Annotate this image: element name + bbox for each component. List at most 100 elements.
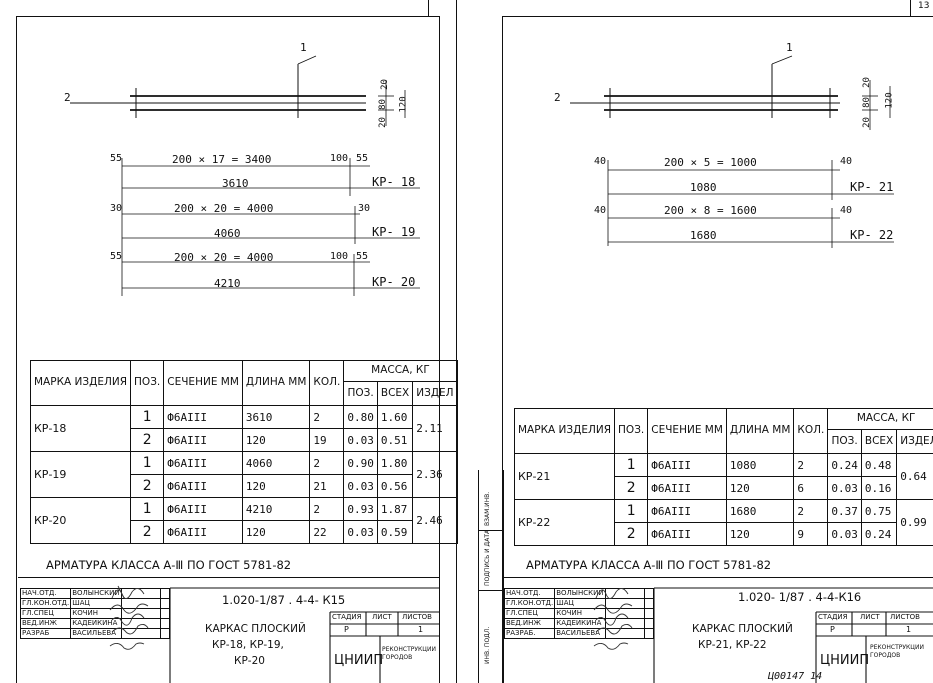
cell: 3610 bbox=[241, 405, 311, 429]
right-sheet: 13 ВЗАМ.ИНВ. ПОДПИСЬ И ДАТА ИНВ. ПОДЛ. bbox=[458, 0, 933, 683]
rebar-class-note: АРМАТУРА КЛАССА А-Ⅲ ПО ГОСТ 5781-82 bbox=[526, 558, 772, 572]
right-margin-div1 bbox=[478, 530, 502, 531]
title-line-3: КР-20 bbox=[234, 655, 265, 667]
cell: 0.03 bbox=[827, 476, 862, 500]
sheets-value: 1 bbox=[906, 625, 912, 634]
left-signatures bbox=[109, 585, 440, 683]
cell: 0.56 bbox=[376, 474, 414, 498]
row2-total: 4060 bbox=[214, 227, 241, 240]
th-pos: ПОЗ. bbox=[614, 408, 649, 454]
position-1-label: 1 bbox=[786, 41, 793, 54]
th-mass-all: ВСЕХ bbox=[860, 429, 898, 454]
position-2-label: 2 bbox=[64, 91, 71, 104]
table-row: КР-20 1 Ф6АIII 4210 2 0.93 1.87 2.46 bbox=[29, 497, 458, 544]
cell: 1 bbox=[614, 499, 649, 523]
title-line-2: КР-21, КР-22 bbox=[698, 639, 767, 651]
table-row: 2 Ф6АIII 120 19 0.03 0.51 bbox=[31, 428, 458, 452]
row2-left: 40 bbox=[594, 205, 607, 216]
cell: 1080 bbox=[725, 453, 795, 477]
title-line-1: КАРКАС ПЛОСКИЙ bbox=[205, 623, 306, 635]
right-title-block bbox=[502, 577, 933, 683]
row1-right2: 55 bbox=[356, 153, 369, 164]
right-signatures bbox=[593, 587, 933, 683]
item-mark: КР-20 bbox=[29, 497, 132, 544]
sheets-value: 1 bbox=[418, 625, 424, 634]
left-frame bbox=[16, 16, 440, 683]
table-row: 2 Ф6АIII 120 9 0.03 0.24 bbox=[515, 522, 933, 546]
left-spec-table: МАРКА ИЗДЕЛИЯ ПОЗ. СЕЧЕНИЕ ММ ДЛИНА ММ К… bbox=[29, 359, 458, 544]
page-number: 13 bbox=[918, 1, 930, 11]
org-name: ЦНИИП bbox=[334, 653, 384, 668]
left-margin-strip bbox=[0, 466, 17, 683]
stage-header: СТАДИЯ bbox=[818, 613, 848, 621]
cell: 0.24 bbox=[860, 522, 898, 546]
document-code: 1.020- 1/87 . 4-4-К16 bbox=[738, 590, 862, 604]
row2-mark: КР- 19 bbox=[372, 225, 416, 239]
org-subtitle: РЕКОНСТРУКЦИИ ГОРОДОВ bbox=[870, 644, 924, 660]
th-qty: КОЛ. bbox=[309, 360, 345, 406]
th-length: ДЛИНА ММ bbox=[241, 360, 311, 406]
org-subtitle: РЕКОНСТРУКЦИИ ГОРОДОВ bbox=[382, 646, 436, 662]
cell: Ф6АIII bbox=[163, 497, 243, 521]
cell: 0.24 bbox=[827, 453, 862, 477]
th-mass-item: ИЗДЕЛ bbox=[412, 381, 458, 406]
row2-right2: 40 bbox=[840, 205, 853, 216]
cell: 1 bbox=[130, 451, 165, 475]
row1-left: 55 bbox=[110, 153, 123, 164]
row1-formula: 200 × 17 = 3400 bbox=[172, 153, 272, 166]
staff-name: ВАСИЛЬЕВА bbox=[554, 628, 606, 639]
row2-formula: 200 × 8 = 1600 bbox=[664, 204, 757, 217]
row1-total: 1080 bbox=[690, 181, 717, 194]
cell: 1.80 bbox=[376, 451, 414, 475]
cell: 2 bbox=[130, 520, 165, 544]
row1-left: 40 bbox=[594, 156, 607, 167]
item-total: 0.64 bbox=[896, 453, 933, 500]
cell: Ф6АIII bbox=[163, 428, 243, 452]
table-row: 2 Ф6АIII 120 6 0.03 0.16 bbox=[515, 476, 933, 500]
row1-formula: 200 × 5 = 1000 bbox=[664, 156, 757, 169]
cell: Ф6АIII bbox=[647, 476, 727, 500]
sheets-header: ЛИСТОВ bbox=[402, 613, 432, 621]
cell: Ф6АIII bbox=[163, 405, 243, 429]
cell: 2 bbox=[309, 451, 345, 475]
row3-right2: 55 bbox=[356, 251, 369, 262]
cell: 21 bbox=[309, 474, 345, 498]
cell: Ф6АIII bbox=[163, 474, 243, 498]
th-mass-item: ИЗДЕЛ. bbox=[896, 429, 933, 454]
right-drawing bbox=[570, 55, 894, 248]
item-mark: КР-19 bbox=[29, 451, 132, 498]
right-frame bbox=[502, 16, 933, 683]
row3-mark: КР- 20 bbox=[372, 275, 416, 289]
right-top-tick bbox=[910, 0, 911, 16]
position-1-label: 1 bbox=[300, 41, 307, 54]
cell: 2 bbox=[130, 428, 165, 452]
title-line-2: КР-18, КР-19, bbox=[212, 639, 284, 651]
cell: 22 bbox=[309, 520, 345, 544]
cell: 0.90 bbox=[343, 451, 378, 475]
th-section: СЕЧЕНИЕ ММ bbox=[163, 360, 243, 406]
row3-formula: 200 × 20 = 4000 bbox=[174, 251, 274, 264]
row3-left: 55 bbox=[110, 251, 123, 262]
cell: 4060 bbox=[241, 451, 311, 475]
cell: 4210 bbox=[241, 497, 311, 521]
stage-value: Р bbox=[830, 625, 835, 634]
cell: 6 bbox=[793, 476, 829, 500]
cell: 1 bbox=[130, 497, 165, 521]
th-mass-pos: ПОЗ. bbox=[343, 381, 378, 406]
sheet-header: ЛИСТ bbox=[372, 613, 392, 621]
cell: 0.03 bbox=[827, 522, 862, 546]
row2-mark: КР- 22 bbox=[850, 228, 894, 242]
row3-right1: 100 bbox=[330, 251, 349, 262]
cell: 1.87 bbox=[376, 497, 414, 521]
left-sheet: 1 2 20 80 20 120 55 200 × 17 = 3400 100 … bbox=[0, 0, 458, 683]
row2-left: 30 bbox=[110, 203, 123, 214]
cell: 0.80 bbox=[343, 405, 378, 429]
cell: 9 bbox=[793, 522, 829, 546]
cell: 0.37 bbox=[827, 499, 862, 523]
left-top-tick bbox=[428, 0, 429, 16]
stage-header: СТАДИЯ bbox=[332, 613, 362, 621]
right-margin-strip bbox=[478, 470, 504, 683]
cell: Ф6АIII bbox=[163, 520, 243, 544]
row1-total: 3610 bbox=[222, 177, 249, 190]
position-2-label: 2 bbox=[554, 91, 561, 104]
